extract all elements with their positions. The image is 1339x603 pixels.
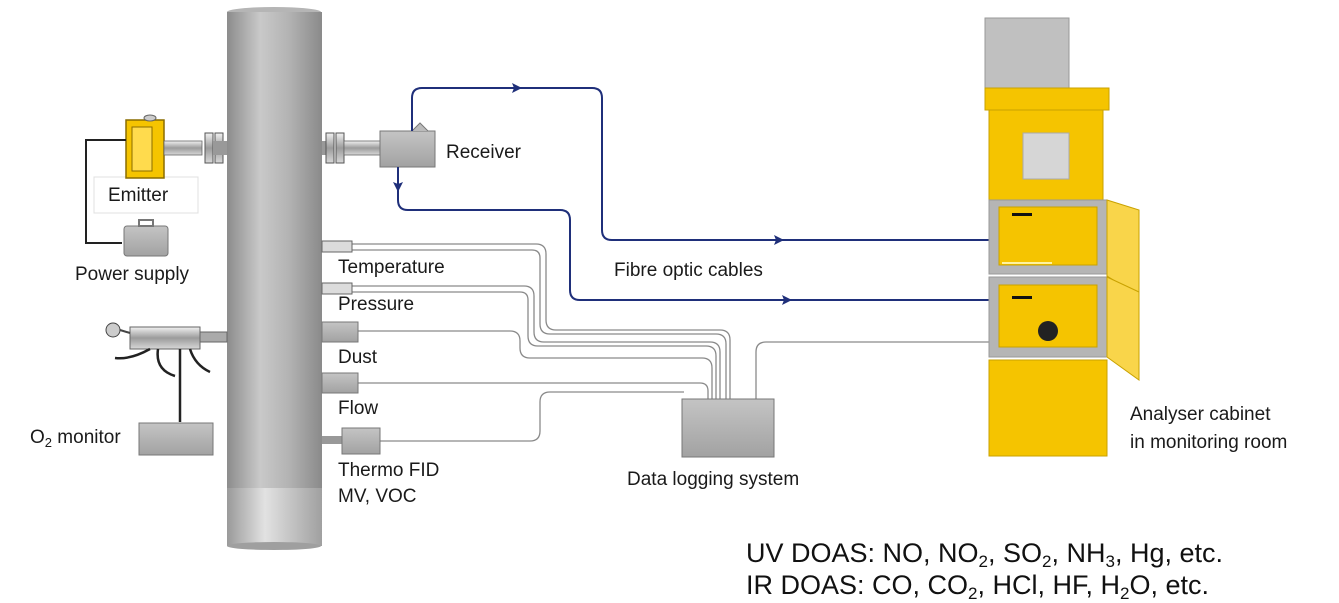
fibre-optic-cables [397, 87, 1020, 301]
thermo-fid-label-2: MV, VOC [338, 486, 417, 507]
uv-doas-line: UV DOAS: NO, NO2, SO2, NH3, Hg, etc. [746, 538, 1224, 571]
fibre-arrows [393, 83, 792, 305]
data-logging-box [681, 398, 775, 458]
analyser-cabinet-label-2: in monitoring room [1130, 432, 1288, 453]
flow-label: Flow [338, 398, 379, 419]
emitter-label: Emitter [108, 185, 169, 206]
analyser-cabinet [984, 17, 1140, 457]
ir-doas-line: IR DOAS: CO, CO2, HCl, HF, H2O, etc. [746, 570, 1210, 603]
signal-cables [322, 243, 1000, 442]
o2-probe [105, 322, 228, 456]
data-logging-label: Data logging system [627, 469, 800, 490]
receiver-unit [322, 122, 436, 168]
temperature-label: Temperature [338, 257, 445, 278]
analyser-cabinet-label: Analyser cabinet [1130, 404, 1271, 425]
stack [227, 7, 322, 550]
o2-monitor-label: O2 monitor [30, 427, 121, 450]
fibre-optic-label: Fibre optic cables [614, 260, 763, 281]
pressure-label: Pressure [338, 294, 415, 315]
receiver-label: Receiver [446, 142, 521, 163]
sensors [321, 240, 381, 455]
power-supply-label: Power supply [75, 264, 190, 285]
dust-label: Dust [338, 347, 378, 368]
emitter-unit [85, 114, 227, 257]
thermo-fid-label: Thermo FID [338, 460, 440, 481]
